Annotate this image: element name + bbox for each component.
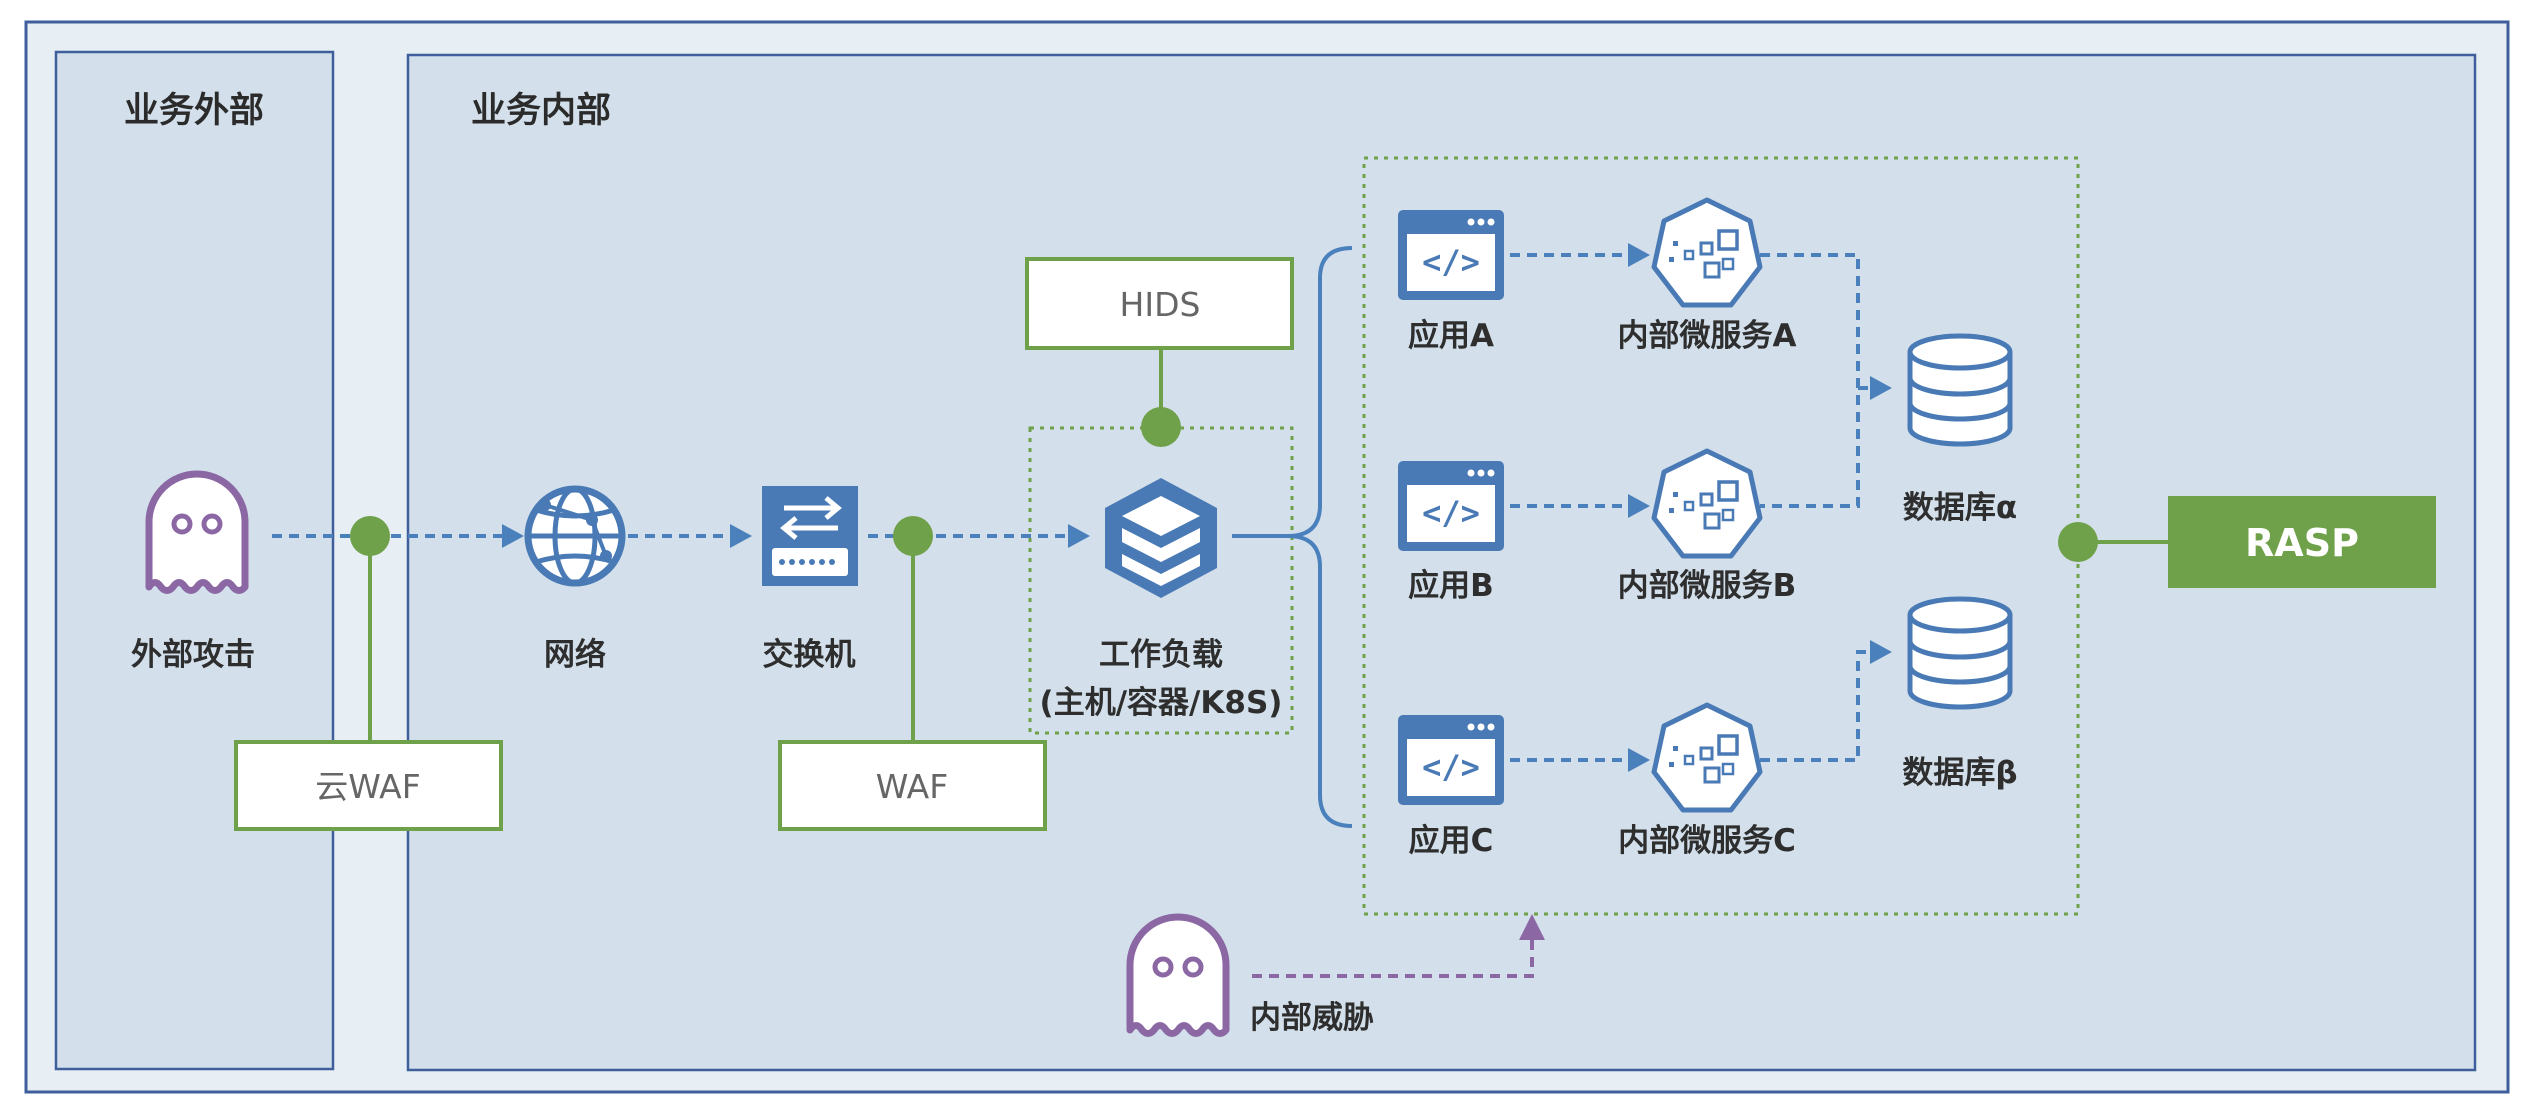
msC-microservice-icon (1654, 705, 1760, 810)
dbAlpha-label: 数据库α (1903, 490, 2017, 526)
arrowhead-dbAlpha (1870, 376, 1892, 400)
dbBeta-database-icon (1910, 599, 2010, 707)
external-attack-label: 外部攻击 (131, 637, 255, 673)
workload-label: 工作负载 (1099, 637, 1223, 673)
msC-label: 内部微服务C (1618, 823, 1796, 859)
rasp-box (2168, 496, 2436, 588)
external-attack-ghost-icon (149, 474, 245, 591)
appC-label: 应用C (1409, 823, 1494, 859)
rasp-label: RASP (2245, 521, 2359, 565)
cloud-waf-point (350, 516, 390, 556)
switch-icon (762, 486, 858, 586)
arrowhead-dbBeta (1870, 640, 1892, 664)
msB-label: 内部微服务B (1618, 568, 1797, 604)
msA-label: 内部微服务A (1618, 318, 1797, 354)
appA-label: 应用A (1408, 318, 1494, 354)
stack-cube-icon (1105, 478, 1217, 598)
globe-icon (524, 485, 626, 587)
arrowhead-switch (730, 524, 752, 548)
cloud-waf-box (234, 740, 503, 831)
appA-code-window-icon (1398, 210, 1504, 300)
arrowhead-msC (1628, 748, 1650, 772)
hids-point (1141, 407, 1181, 447)
arrowhead-workload (1068, 524, 1090, 548)
external-zone-title: 业务外部 (124, 91, 264, 131)
appB-code-window-icon (1398, 461, 1504, 551)
waf-label: WAF (876, 767, 948, 806)
network-label: 网络 (544, 637, 606, 673)
dbBeta-label: 数据库β (1902, 755, 2017, 791)
msB-microservice-icon (1654, 451, 1760, 556)
appB-label: 应用B (1408, 568, 1494, 604)
hids-box (1025, 257, 1294, 350)
arrowhead-internal-threat (1519, 914, 1545, 940)
cloud-waf-label: 云WAF (315, 767, 420, 806)
appC-code-window-icon (1398, 715, 1504, 805)
arrowhead-msA (1628, 243, 1650, 267)
workload-branch-connector (1232, 246, 1353, 828)
workload-sublabel: (主机/容器/K8S) (1040, 685, 1283, 721)
internal-threat-ghost-icon (1130, 917, 1226, 1034)
internal-threat-label: 内部威胁 (1250, 1000, 1374, 1036)
dbAlpha-database-icon (1910, 336, 2010, 444)
flow-msA-msB-to-dbAlpha (1760, 253, 1878, 508)
arrowhead-network (502, 524, 524, 548)
waf-box (778, 740, 1047, 831)
msA-microservice-icon (1654, 200, 1760, 305)
switch-label: 交换机 (763, 637, 856, 673)
rasp-point (2058, 522, 2098, 562)
arrowhead-msB (1628, 494, 1650, 518)
flow-internal-threat (1252, 934, 1534, 978)
internal-zone-title: 业务内部 (471, 91, 611, 131)
hids-label: HIDS (1120, 285, 1201, 324)
internal-zone (406, 53, 2477, 1072)
waf-point (893, 516, 933, 556)
